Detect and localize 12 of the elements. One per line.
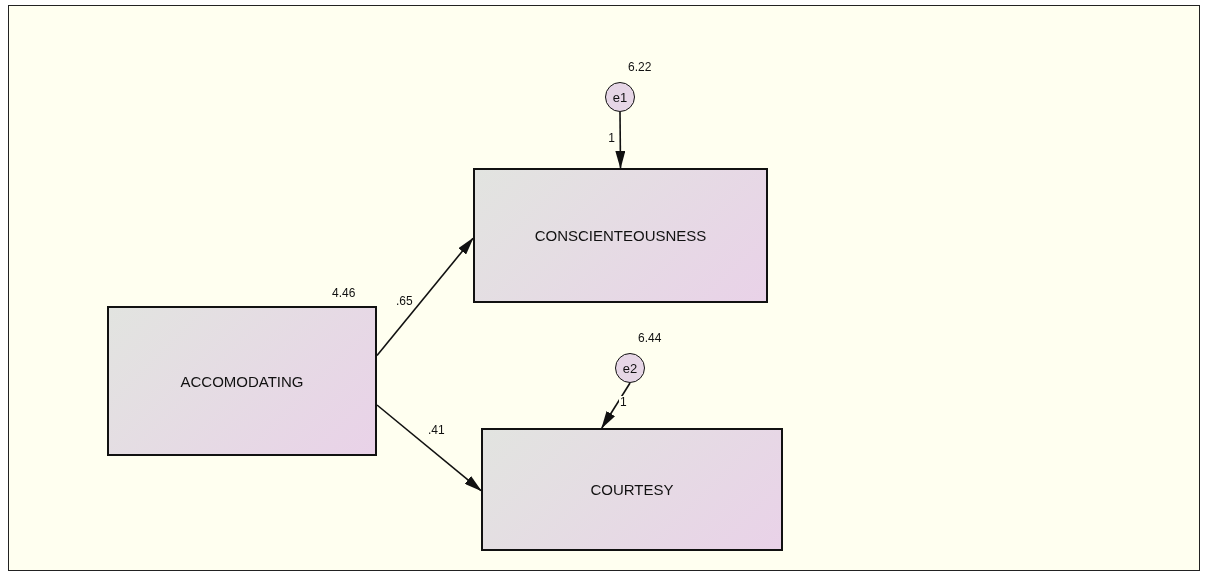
variable-box: COURTESY bbox=[481, 428, 783, 551]
variance-value: 6.22 bbox=[628, 60, 652, 74]
variable-box: ACCOMODATING bbox=[107, 306, 377, 456]
variance-value: 4.46 bbox=[332, 286, 356, 300]
arrow bbox=[376, 404, 482, 492]
variable-box: CONSCIENTEOUSNESS bbox=[473, 168, 768, 303]
variance-value: 6.44 bbox=[638, 331, 662, 345]
arrow bbox=[376, 237, 474, 357]
path-coefficient: 1 bbox=[607, 132, 616, 145]
path-coefficient: 1 bbox=[618, 395, 628, 409]
arrow bbox=[615, 111, 626, 169]
arrow bbox=[601, 382, 631, 429]
